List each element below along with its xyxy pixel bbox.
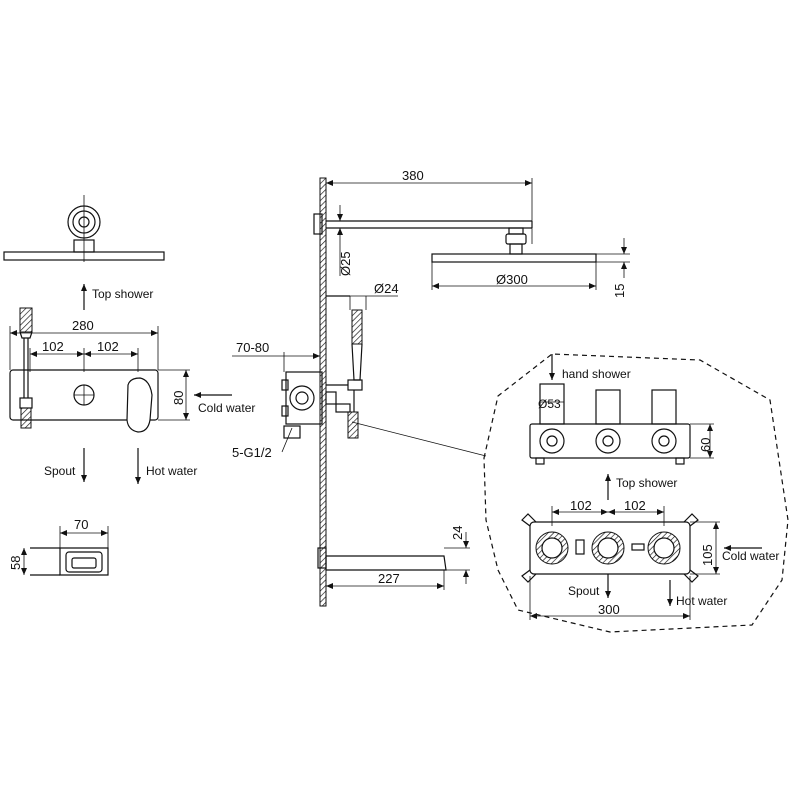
dim-box-side: 105: [700, 544, 715, 566]
dim-spout-projection: 227: [378, 571, 400, 586]
detail-box-side-view: [529, 354, 714, 465]
cold-water-label-left: Cold water: [198, 401, 255, 415]
dim-knob-dia: Ø53: [538, 397, 561, 411]
detail-box-front-view: [521, 474, 762, 620]
dim-box-height: 60: [698, 438, 713, 452]
left-front-view-mixer: [9, 307, 190, 433]
dim-head-thickness: 15: [612, 284, 627, 298]
dim-plate-height: 80: [171, 391, 186, 405]
top-shower-label-right: Top shower: [616, 476, 677, 490]
dim-wall-depth: 70-80: [236, 340, 269, 355]
dim-spout-front-width: 70: [74, 517, 88, 532]
side-view: [232, 177, 630, 607]
top-shower-label-left: Top shower: [92, 287, 153, 301]
hand-shower-label: hand shower: [562, 367, 631, 381]
dim-right-pitch-a: 102: [570, 498, 592, 513]
spout-label-left: Spout: [44, 464, 76, 478]
dim-right-pitch-b: 102: [624, 498, 646, 513]
spout-front-view: [21, 526, 109, 576]
dim-box-width: 300: [598, 602, 620, 617]
dim-head-dia: Ø300: [496, 272, 528, 287]
dim-spout-height: 24: [450, 526, 465, 540]
hot-water-label-right: Hot water: [676, 594, 727, 608]
dim-left-pitch-b: 102: [97, 339, 119, 354]
cold-water-label-right: Cold water: [722, 549, 779, 563]
detail-callout-outline: [483, 353, 789, 633]
dim-arm-length: 380: [402, 168, 424, 183]
dim-plate-width: 280: [72, 318, 94, 333]
spout-label-right: Spout: [568, 584, 600, 598]
dim-arm-tube-dia: Ø25: [338, 251, 353, 276]
hot-water-label-left: Hot water: [146, 464, 197, 478]
install-depth-label: 5-G1/2: [232, 445, 272, 460]
dim-hose-dia: Ø24: [374, 281, 399, 296]
left-top-view-shower-head: [3, 195, 165, 262]
dim-spout-front-height: 58: [8, 556, 23, 570]
dim-left-pitch-a: 102: [42, 339, 64, 354]
